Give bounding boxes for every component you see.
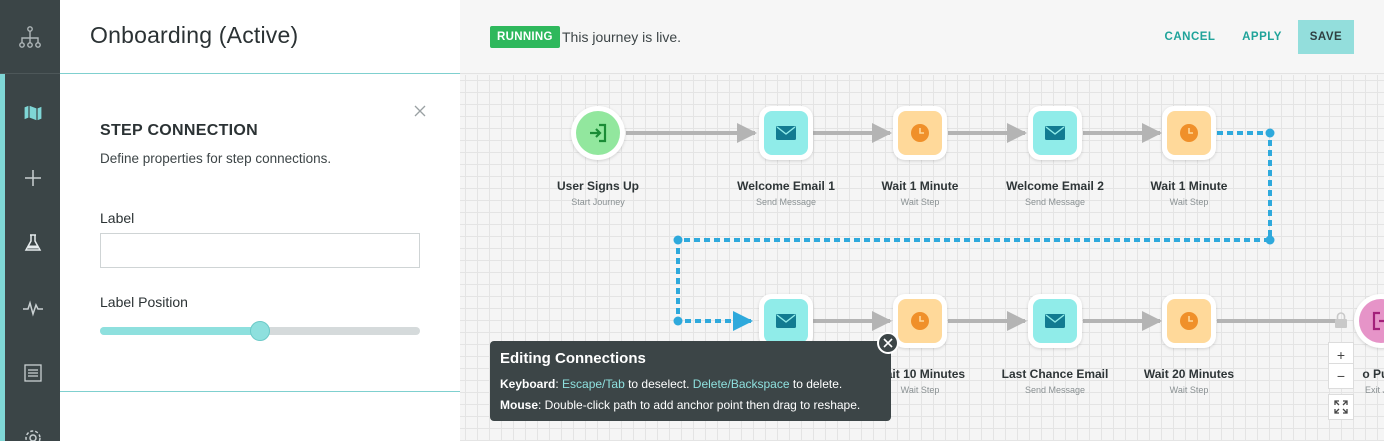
slider-fill	[100, 327, 260, 335]
fit-view-icon[interactable]	[1328, 394, 1354, 420]
node-last-chance-email[interactable]	[1028, 294, 1082, 348]
apply-button[interactable]: APPLY	[1242, 31, 1282, 43]
anchor-point[interactable]	[1265, 128, 1275, 138]
node-name: Welcome Email 2	[1006, 179, 1104, 193]
zoom-out-button[interactable]: −	[1328, 363, 1354, 389]
tooltip-text: :	[555, 377, 563, 391]
journey-map-icon[interactable]	[5, 93, 60, 133]
node-type: Start Journey	[571, 197, 625, 207]
journey-title: Onboarding (Active)	[90, 22, 299, 48]
tooltip-text: : Double-click path to add anchor point …	[538, 398, 861, 412]
clock-icon	[1167, 299, 1211, 343]
delete-key-hint: Delete/Backspace	[692, 377, 790, 391]
journey-canvas[interactable]: User Signs Up Start Journey Welcome Emai…	[460, 75, 1384, 441]
tooltip-text: to deselect.	[624, 377, 693, 391]
clock-icon	[1167, 111, 1211, 155]
node-type: Wait Step	[900, 385, 940, 395]
node-name: Wait 20 Minutes	[1143, 367, 1235, 381]
envelope-icon	[1033, 299, 1077, 343]
node-name: Last Chance Email	[1001, 367, 1109, 381]
tooltip-text: to delete.	[789, 377, 843, 391]
node-type: Wait Step	[1169, 385, 1209, 395]
properties-panel: Onboarding (Active) STEP CONNECTION Defi…	[60, 0, 460, 441]
node-type: Send Message	[1024, 385, 1086, 395]
node-welcome-email-2[interactable]	[1028, 106, 1082, 160]
top-bar: RUNNING This journey is live. CANCEL APP…	[460, 0, 1384, 74]
node-type: Send Message	[1024, 197, 1086, 207]
keyboard-label: Keyboard	[500, 377, 556, 391]
node-type: Wait Step	[900, 197, 940, 207]
node-type: Wait Step	[1169, 197, 1209, 207]
anchor-point[interactable]	[673, 316, 683, 326]
node-name: o Purc	[1362, 367, 1384, 381]
panel-header: Onboarding (Active)	[60, 0, 460, 74]
panel-divider	[60, 391, 460, 392]
slider-thumb[interactable]	[250, 321, 270, 341]
tooltip-title: Editing Connections	[500, 350, 646, 367]
node-email-hidden[interactable]	[759, 294, 813, 348]
gear-icon[interactable]	[5, 418, 60, 441]
label-position-label: Label Position	[100, 294, 188, 310]
node-user-signs-up[interactable]	[571, 106, 625, 160]
node-name: Wait 1 Minute	[1150, 179, 1228, 193]
connections-layer	[626, 123, 1340, 331]
anchor-point[interactable]	[1265, 235, 1275, 245]
label-input[interactable]	[100, 233, 420, 268]
lock-icon[interactable]	[1330, 307, 1352, 333]
tooltip-keyboard-line: Keyboard: Escape/Tab to deselect. Delete…	[500, 377, 842, 391]
close-tooltip-icon[interactable]	[877, 332, 899, 354]
label-field-label: Label	[100, 210, 135, 226]
rail-accent-bar	[0, 74, 5, 441]
node-welcome-email-1[interactable]	[759, 106, 813, 160]
flask-icon[interactable]	[5, 223, 60, 263]
status-text: This journey is live.	[562, 29, 682, 45]
exit-icon	[1359, 299, 1384, 343]
activity-icon[interactable]	[5, 288, 60, 328]
clock-icon	[898, 299, 942, 343]
node-type: Send Message	[755, 197, 817, 207]
label-position-slider[interactable]	[100, 321, 420, 341]
node-name: Wait 10 Minutes	[874, 367, 966, 381]
node-wait-1-minute[interactable]	[893, 106, 947, 160]
selected-connection[interactable]	[676, 131, 1272, 331]
enter-icon	[576, 111, 620, 155]
clock-icon	[898, 111, 942, 155]
list-icon[interactable]	[5, 353, 60, 393]
cancel-button[interactable]: CANCEL	[1164, 31, 1216, 43]
journey-tree-icon[interactable]	[0, 0, 60, 74]
mouse-label: Mouse	[500, 398, 539, 412]
envelope-icon	[1033, 111, 1077, 155]
node-wait-20-minutes[interactable]	[1162, 294, 1216, 348]
close-panel-icon[interactable]	[410, 101, 430, 121]
editing-connections-tooltip: Editing Connections Keyboard: Escape/Tab…	[490, 332, 899, 421]
escape-key-hint: Escape/Tab	[562, 377, 625, 391]
node-name: Wait 1 Minute	[881, 179, 959, 193]
node-type: Exit Jou	[1364, 385, 1384, 395]
envelope-icon	[764, 299, 808, 343]
save-button[interactable]: SAVE	[1298, 20, 1354, 54]
node-name: Welcome Email 1	[737, 179, 835, 193]
node-wait-1-minute-2[interactable]	[1162, 106, 1216, 160]
status-badge: RUNNING	[490, 26, 560, 48]
envelope-icon	[764, 111, 808, 155]
section-description: Define properties for step connections.	[100, 151, 332, 166]
anchor-point[interactable]	[673, 235, 683, 245]
node-wait-10-minutes[interactable]	[893, 294, 947, 348]
icon-rail	[0, 0, 60, 441]
section-title: STEP CONNECTION	[100, 122, 258, 139]
node-name: User Signs Up	[556, 179, 640, 193]
tooltip-mouse-line: Mouse: Double-click path to add anchor p…	[500, 398, 860, 412]
add-icon[interactable]	[5, 158, 60, 198]
